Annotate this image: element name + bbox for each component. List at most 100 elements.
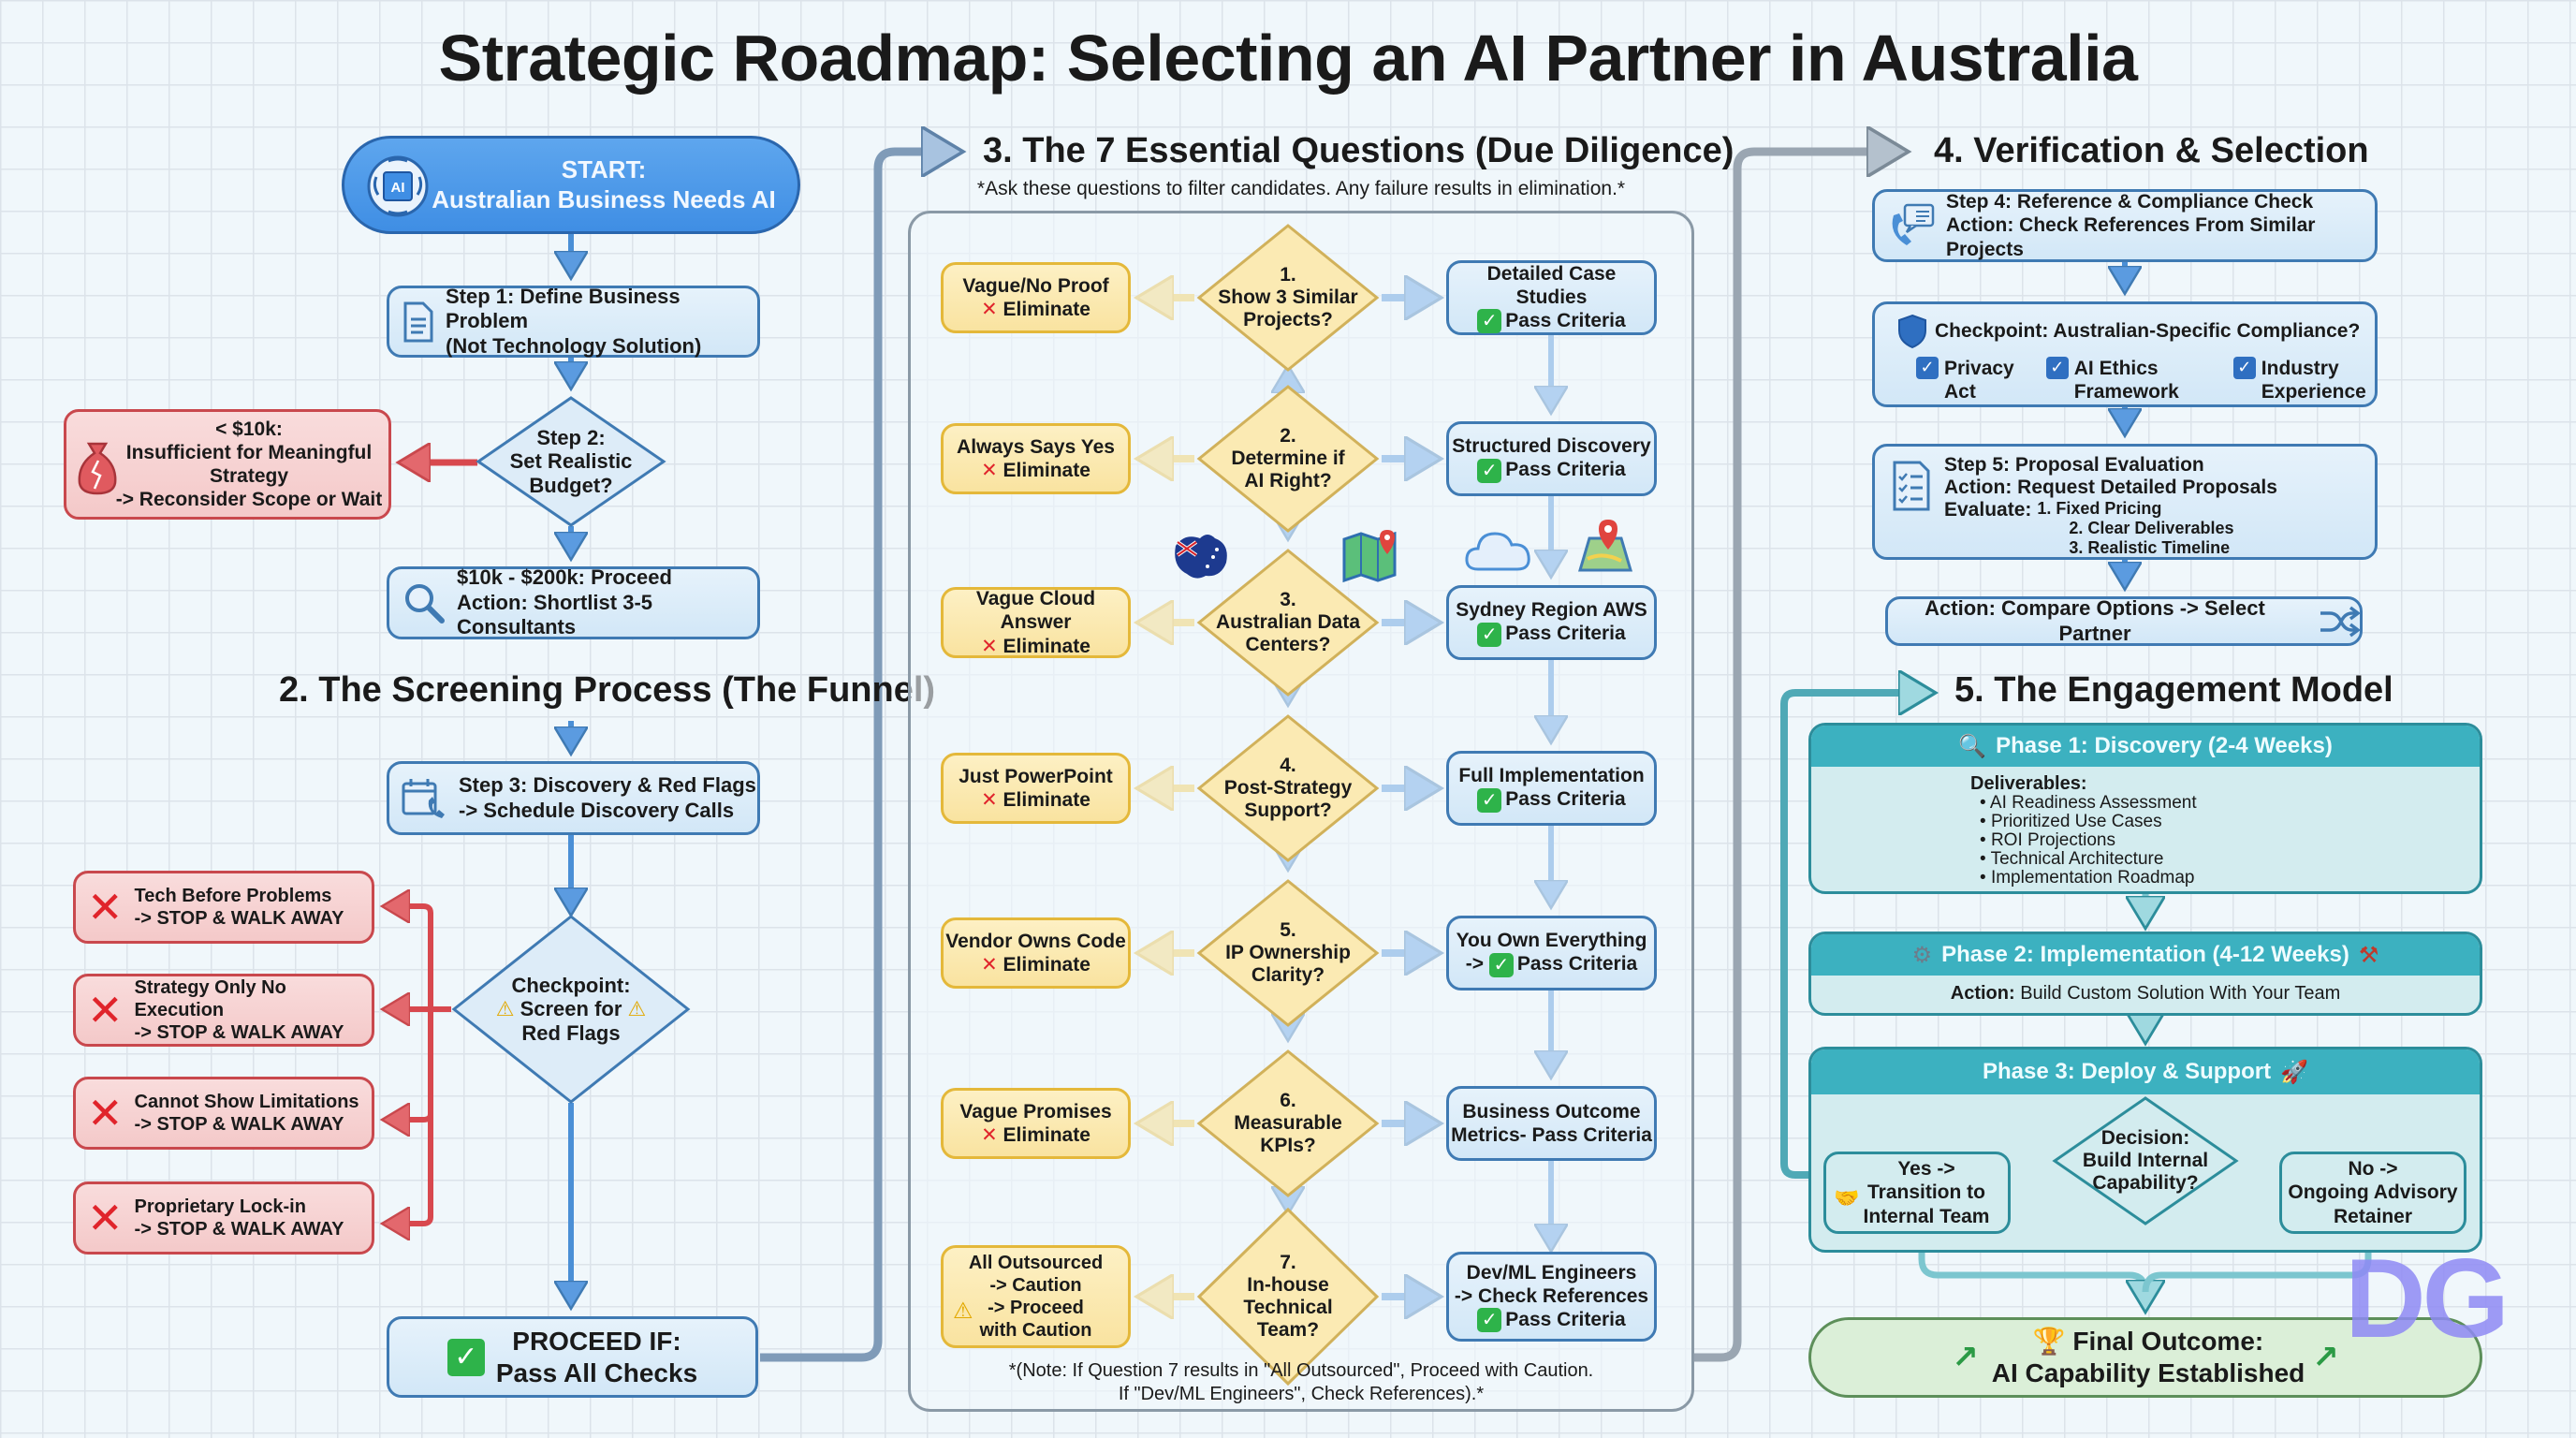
magnifier-icon (402, 581, 446, 624)
question-diamond[interactable] (1196, 878, 1380, 1028)
x-icon: ✕ (981, 299, 998, 320)
check-icon: ✓ (1477, 787, 1502, 813)
check-icon: ✓ (1477, 622, 1502, 647)
x-icon: ✕ (981, 635, 998, 657)
compliance-checkpoint-box[interactable]: Checkpoint: Australian-Specific Complian… (1872, 301, 2378, 407)
proceed-box[interactable]: ✓ PROCEED IF: Pass All Checks (387, 1316, 758, 1398)
handshake-icon: 🤝 (1834, 1186, 1860, 1210)
checkbox-checked-icon: ✓ (2045, 357, 2069, 379)
tools-icon: ⚒ (2358, 942, 2379, 968)
watermark: DG (2345, 1236, 2510, 1361)
question-diamond[interactable] (1196, 384, 1380, 534)
map-location-icon (1574, 518, 1636, 576)
red-flag-box[interactable]: ✕ Tech Before Problems -> STOP & WALK AW… (73, 871, 374, 944)
map-pin-icon (1340, 526, 1400, 584)
warning-icon: ⚠ (627, 997, 647, 1021)
phase1-panel[interactable]: 🔍 Phase 1: Discovery (2-4 Weeks) Deliver… (1808, 723, 2482, 894)
step1-title: Step 1: Define Business Problem (446, 284, 681, 333)
checklist-icon (1892, 460, 1931, 512)
deliverable-item: • AI Readiness Assessment (1980, 793, 2197, 813)
fail-box[interactable]: Always Says Yes ✕ Eliminate (941, 423, 1131, 494)
x-icon: ✕ (87, 986, 124, 1034)
fail-box[interactable]: Vague Promises ✕ Eliminate (941, 1088, 1131, 1159)
fail-box[interactable]: Just PowerPoint ✕ Eliminate (941, 753, 1131, 824)
start-node[interactable]: AI START: Australian Business Needs AI (342, 136, 800, 234)
phone-chat-icon (1888, 202, 1937, 249)
red-flag-checkpoint-diamond[interactable] (451, 914, 691, 1105)
build-capability-decision-diamond[interactable] (2052, 1095, 2239, 1226)
budget-low-box[interactable]: < $10k: Insufficient for Meaningful Stra… (64, 409, 391, 520)
question-label: 7. In-house Technical Team? (1243, 1251, 1333, 1342)
pass-box[interactable]: Sydney Region AWS✓Pass Criteria (1446, 585, 1657, 660)
pass-box[interactable]: Detailed Case Studies✓Pass Criteria (1446, 260, 1657, 335)
shuffle-icon (2319, 606, 2360, 638)
checkbox-checked-icon: ✓ (1916, 357, 1939, 379)
fail-box[interactable]: Vendor Owns Code ✕ Eliminate (941, 917, 1131, 989)
shield-icon (1897, 314, 1927, 349)
x-icon: ✕ (981, 789, 998, 811)
trophy-icon: 🏆 (2032, 1327, 2066, 1357)
australia-flag-map-icon (1168, 529, 1234, 589)
question-diamond[interactable] (1196, 713, 1380, 863)
step2-label: Step 2: Set Realistic Budget? (509, 426, 633, 497)
decision-label: Decision: Build Internal Capability? (2082, 1126, 2209, 1195)
pass-box[interactable]: You Own Everything-> ✓Pass Criteria (1446, 916, 1657, 990)
question-diamond[interactable] (1196, 223, 1380, 373)
step1-box[interactable]: Step 1: Define Business Problem (Not Tec… (387, 284, 760, 358)
step2-diamond[interactable] (476, 395, 666, 528)
trending-up-icon: ↗ (2312, 1339, 2339, 1375)
fail-box[interactable]: Vague Cloud Answer ✕ Eliminate (941, 587, 1131, 658)
gear-icon: ⚙ (1911, 942, 1933, 968)
final-outcome-pill[interactable]: ↗ 🏆 Final Outcome: AI Capability Establi… (1808, 1317, 2482, 1398)
check-icon: ✓ (1488, 952, 1514, 977)
warning-icon: ⚠ (495, 997, 515, 1021)
step1-subtitle: (Not Technology Solution) (446, 333, 702, 358)
pass-box[interactable]: Full Implementation✓Pass Criteria (1446, 751, 1657, 826)
select-partner-box[interactable]: Action: Compare Options -> Select Partne… (1885, 596, 2363, 646)
question7-note: *(Note: If Question 7 results in "All Ou… (1008, 1360, 1594, 1404)
x-icon: ✕ (981, 1124, 998, 1146)
question-diamond[interactable] (1196, 1207, 1380, 1387)
x-icon: ✕ (87, 1194, 124, 1242)
red-flag-box[interactable]: ✕ Strategy Only No Execution -> STOP & W… (73, 974, 374, 1047)
no-advisory-box[interactable]: No -> Ongoing Advisory Retainer (2279, 1152, 2466, 1234)
start-text: Australian Business Needs AI (432, 184, 776, 213)
step4-box[interactable]: Step 4: Reference & Compliance Check Act… (1872, 189, 2378, 262)
magnifier-icon: 🔍 (1958, 733, 1987, 759)
pass-box[interactable]: Structured Discovery✓Pass Criteria (1446, 421, 1657, 496)
section5-title: 5. The Engagement Model (1954, 670, 2393, 710)
red-flag-arrows (388, 906, 451, 1224)
question-diamond[interactable] (1196, 548, 1380, 697)
yes-transition-box[interactable]: 🤝 Yes -> Transition to Internal Team (1823, 1152, 2011, 1234)
deliverable-item: • Technical Architecture (1980, 848, 2164, 869)
section2-title: 2. The Screening Process (The Funnel) (279, 670, 936, 710)
svg-text:AI: AI (391, 180, 405, 196)
pass-box[interactable]: Dev/ML Engineers-> Check References✓Pass… (1446, 1252, 1657, 1342)
document-icon (402, 301, 434, 344)
x-icon: ✕ (981, 460, 998, 481)
check-icon: ✓ (446, 1338, 485, 1376)
criteria-item: 2. Clear Deliverables (2069, 518, 2234, 537)
x-icon: ✕ (87, 1089, 124, 1137)
red-flag-box[interactable]: ✕ Proprietary Lock-in -> STOP & WALK AWA… (73, 1181, 374, 1255)
deliverable-item: • Implementation Roadmap (1980, 867, 2195, 888)
check-icon: ✓ (1477, 309, 1502, 334)
step3-box[interactable]: Step 3: Discovery & Red Flags -> Schedul… (387, 761, 760, 835)
section4-title: 4. Verification & Selection (1934, 131, 2369, 170)
question-diamond[interactable] (1196, 1049, 1380, 1198)
calendar-phone-icon (401, 776, 447, 821)
budget-ok-box[interactable]: $10k - $200k: Proceed Action: Shortlist … (387, 565, 760, 639)
fail-box[interactable]: Vague/No Proof ✕ Eliminate (941, 262, 1131, 333)
cloud-icon (1463, 526, 1534, 573)
section3-title: 3. The 7 Essential Questions (Due Dilige… (983, 131, 1734, 170)
ai-brain-icon: AI (365, 154, 431, 219)
phase2-panel[interactable]: ⚙ Phase 2: Implementation (4-12 Weeks) ⚒… (1808, 932, 2482, 1016)
red-flag-box[interactable]: ✕ Cannot Show Limitations -> STOP & WALK… (73, 1077, 374, 1150)
criteria-item: 1. Fixed Pricing (2037, 499, 2162, 519)
step5-box[interactable]: Step 5: Proposal Evaluation Action: Requ… (1872, 444, 2378, 560)
